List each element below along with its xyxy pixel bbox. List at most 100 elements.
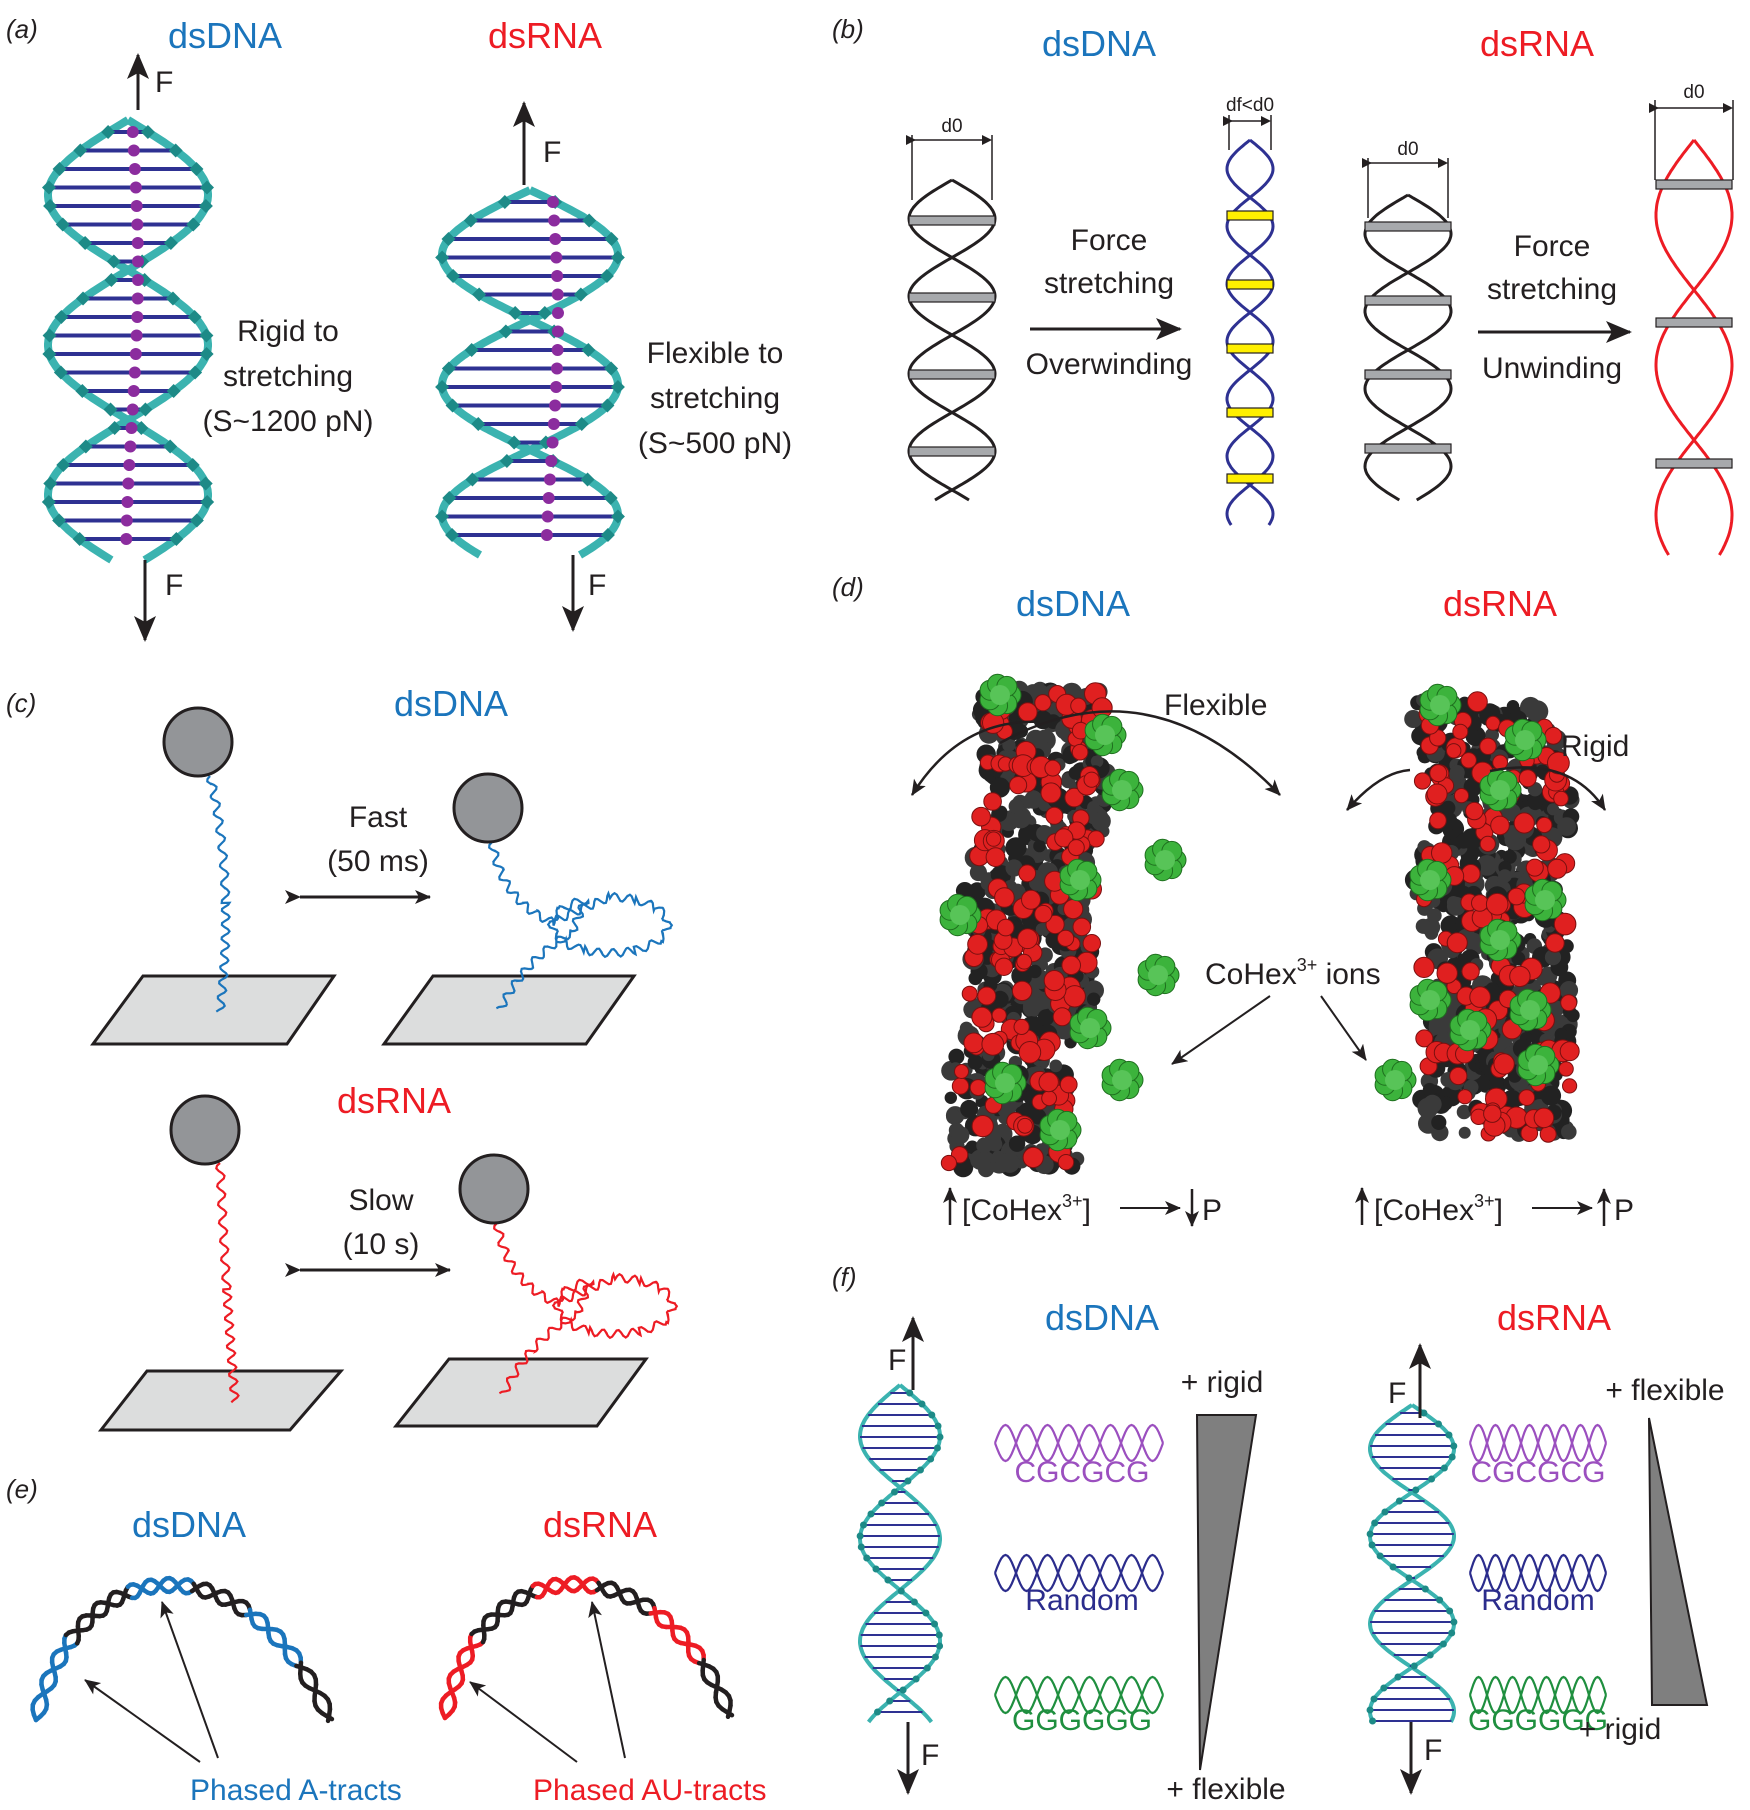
f-rna-force-top: F xyxy=(1388,1377,1406,1410)
panel-b: (b) dsDNA dsRNA d0 df<d0 d0 d0 Force str… xyxy=(832,14,1734,556)
diameter-markers xyxy=(906,100,1734,218)
dsdna-helix-structure xyxy=(41,116,215,564)
panel-a: (a) dsDNA dsRNA F F F F Rigid to stretch… xyxy=(6,14,792,642)
f-dna-force-top: F xyxy=(888,1344,906,1377)
rna-cohex-conc-label: [CoHex3+] xyxy=(1374,1191,1503,1227)
panel-b-label: (b) xyxy=(832,14,864,44)
bead-dna-looped xyxy=(452,772,524,844)
d0-label-dna: d0 xyxy=(941,116,962,137)
panel-b-dsrna-title: dsRNA xyxy=(1480,23,1594,64)
rna-gggggg-label: GGGGGG xyxy=(1468,1704,1608,1737)
dsdna-sequence-helix xyxy=(856,1383,944,1724)
rna-tract-arrow-center xyxy=(588,1601,626,1759)
panel-e-dsrna-title: dsRNA xyxy=(543,1504,657,1545)
dna-plus-rigid-label: + rigid xyxy=(1181,1366,1264,1399)
bead-rna-straight xyxy=(169,1094,241,1166)
dna-gggggg-label: GGGGGG xyxy=(1012,1704,1152,1737)
dna-gradient-wedge xyxy=(1195,1414,1258,1771)
panel-e: (e) dsDNA dsRNA Phased A-tracts Phased A… xyxy=(6,1474,766,1807)
dsrna-curved-molecule xyxy=(438,1575,735,1721)
cohex-ions-label: CoHex3+ ions xyxy=(1205,955,1381,991)
rna-cgcgcg-label: CGCGCG xyxy=(1471,1456,1606,1489)
force-label-dna: Force xyxy=(1071,224,1148,257)
rigid-label-line3: (S~1200 pN) xyxy=(203,405,374,438)
panel-a-label: (a) xyxy=(6,14,38,44)
dsdna-curved-molecule xyxy=(30,1575,335,1724)
cohex-arrow-rna xyxy=(1320,995,1367,1061)
dna-cohex-conc-label: [CoHex3+] xyxy=(962,1191,1091,1227)
surface-rna-straight xyxy=(97,1369,345,1432)
unwinding-label: Unwinding xyxy=(1482,352,1622,385)
dsdna-force-label-bottom: F xyxy=(165,569,183,602)
a-tracts-label: Phased A-tracts xyxy=(190,1774,402,1807)
panel-f-dsrna-title: dsRNA xyxy=(1497,1297,1611,1338)
d0-label-rna: d0 xyxy=(1397,139,1418,160)
surface-dna-looped xyxy=(381,974,637,1046)
dsrna-force-label-bottom: F xyxy=(588,569,606,602)
beads xyxy=(162,706,530,1225)
panel-f-dsdna-title: dsDNA xyxy=(1045,1297,1159,1338)
rigid-bend-arrow-right xyxy=(1489,766,1607,811)
panel-c: (c) dsDNA dsRNA Fast (50 ms) Slow (10 s) xyxy=(6,683,679,1432)
panel-e-dsdna-title: dsDNA xyxy=(132,1504,246,1545)
rna-random-label: Random xyxy=(1481,1584,1594,1617)
dsrna-relaxed-helix xyxy=(1363,193,1453,502)
rna-plus-flexible-label: + flexible xyxy=(1605,1374,1724,1407)
f-rna-force-bottom: F xyxy=(1424,1734,1442,1767)
panel-f-label: (f) xyxy=(832,1262,857,1292)
stretching-label-rna: stretching xyxy=(1487,273,1617,306)
dsrna-force-label-top: F xyxy=(543,136,561,169)
dna-tract-arrow-left xyxy=(84,1679,201,1763)
slow-time-label: (10 s) xyxy=(343,1228,420,1261)
rigid-label-line2: stretching xyxy=(223,360,353,393)
rigid-label: Rigid xyxy=(1561,730,1629,763)
au-tracts-label: Phased AU-tracts xyxy=(533,1774,766,1807)
rigid-bend-arrow-left xyxy=(1346,768,1411,811)
dna-cgcgcg-label: CGCGCG xyxy=(1015,1456,1150,1489)
surface-dna-straight xyxy=(90,974,337,1046)
dna-random-label: Random xyxy=(1025,1584,1138,1617)
dna-tract-arrow-center xyxy=(160,1601,219,1759)
cohex-arrow-dna xyxy=(1171,995,1271,1065)
dsrna-sequence-helix xyxy=(1366,1403,1458,1725)
dsdna-overwound-helix xyxy=(1225,138,1275,526)
panel-f: (f) dsDNA dsRNA F F F F CGCGCG Random GG… xyxy=(832,1262,1725,1806)
dsdna-space-filling-model xyxy=(939,673,1187,1178)
panel-d: (d) dsDNA dsRNA Flexible Rigid CoHex3+ i… xyxy=(832,572,1634,1227)
flexible-bend-arrow-right xyxy=(999,710,1281,796)
rna-plus-rigid-label: + rigid xyxy=(1579,1713,1662,1746)
dsdna-force-label-top: F xyxy=(155,66,173,99)
rna-persistence-label: P xyxy=(1614,1194,1634,1227)
rna-tract-arrow-left xyxy=(469,1681,578,1763)
surfaces xyxy=(90,974,649,1432)
flexible-label-line3: (S~500 pN) xyxy=(638,427,792,460)
panel-c-dsdna-title: dsDNA xyxy=(394,683,508,724)
panel-b-dsdna-title: dsDNA xyxy=(1042,23,1156,64)
stretching-label-dna: stretching xyxy=(1044,267,1174,300)
flexible-label-line2: stretching xyxy=(650,382,780,415)
flexible-label-line1: Flexible to xyxy=(647,337,784,370)
d0-label-rna-unwound: d0 xyxy=(1683,82,1704,103)
rigid-label-line1: Rigid to xyxy=(237,315,339,348)
flexible-label: Flexible xyxy=(1164,689,1267,722)
dsrna-space-filling-model xyxy=(1374,683,1580,1143)
panel-e-label: (e) xyxy=(6,1474,38,1504)
df-label-dna: df<d0 xyxy=(1226,95,1274,116)
tethered-molecules xyxy=(206,775,679,1404)
bead-rna-looped xyxy=(458,1153,530,1225)
panel-d-dsrna-title: dsRNA xyxy=(1443,583,1557,624)
fast-label: Fast xyxy=(349,801,408,834)
fast-time-label: (50 ms) xyxy=(327,845,429,878)
surface-rna-looped xyxy=(392,1357,649,1428)
dsdna-relaxed-helix xyxy=(907,178,997,502)
dna-plus-flexible-label: + flexible xyxy=(1166,1773,1285,1806)
sequence-waves xyxy=(993,1423,1608,1715)
overwinding-label: Overwinding xyxy=(1026,348,1193,381)
panel-a-dsrna-title: dsRNA xyxy=(488,15,602,56)
force-label-rna: Force xyxy=(1514,230,1591,263)
panel-d-dsdna-title: dsDNA xyxy=(1016,583,1130,624)
panel-a-dsdna-title: dsDNA xyxy=(168,15,282,56)
dsrna-unwound-helix xyxy=(1654,139,1734,556)
